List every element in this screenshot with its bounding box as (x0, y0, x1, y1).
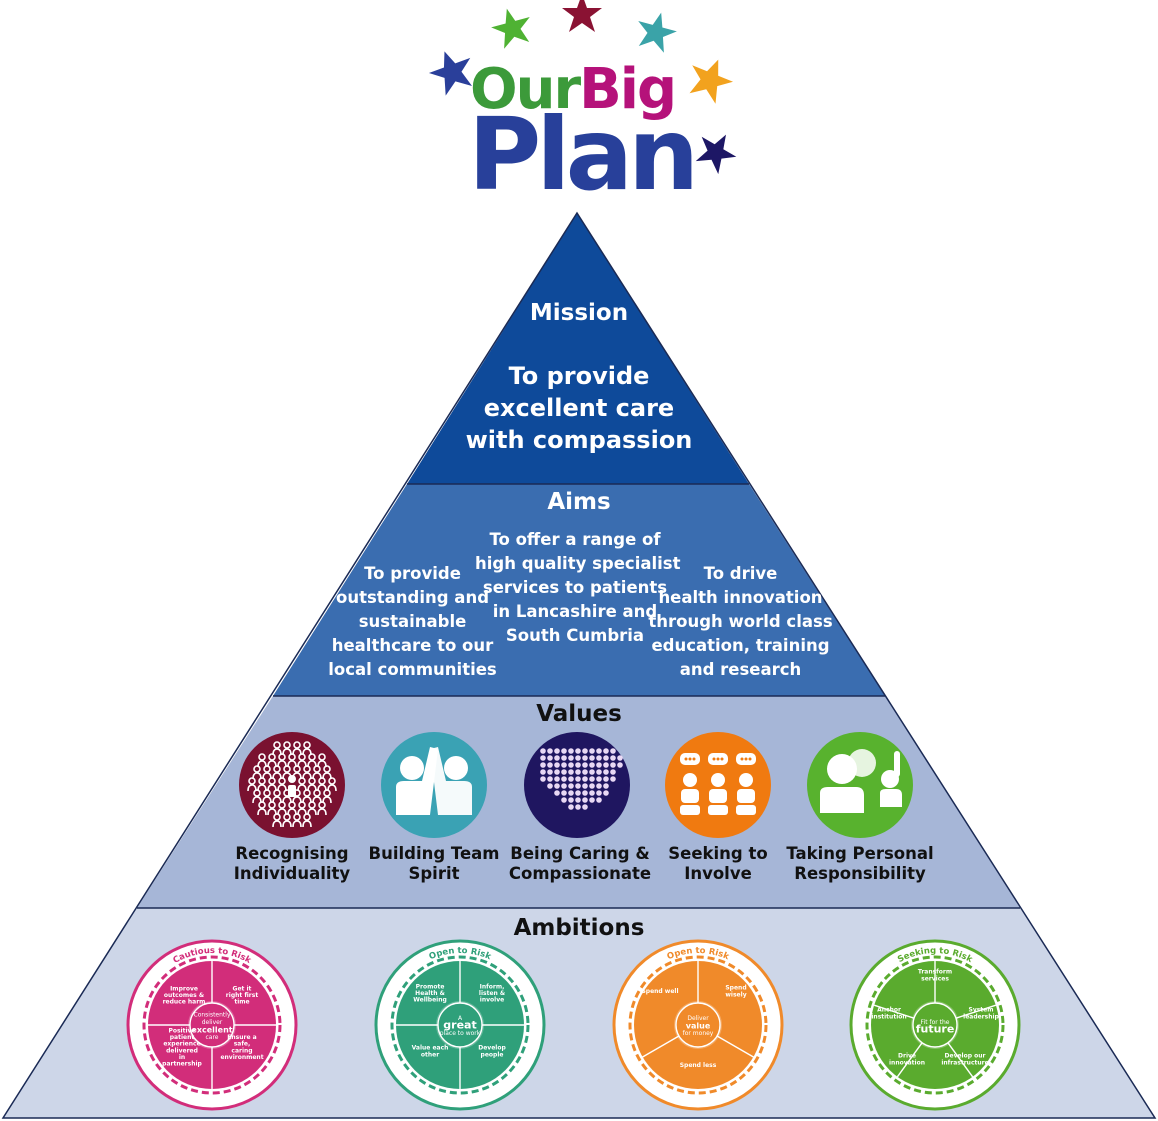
ambition-wheel: ConsistentlydeliverexcellentcareCautious… (126, 939, 298, 1111)
value-label: Taking Personal Responsibility (775, 844, 945, 884)
values-heading: Values (536, 701, 622, 727)
wheel-center-text: Deliver (687, 1015, 709, 1022)
aims-layer (273, 484, 885, 696)
wheel-segment-label: Spend well (641, 988, 678, 995)
ambitions-heading: Ambitions (513, 915, 645, 941)
mission-line: excellent care (483, 394, 675, 422)
wheel-center (675, 1002, 721, 1048)
mission-line: To provide (508, 362, 650, 390)
wheel-center-text: value (686, 1022, 711, 1031)
logo-our: Our (470, 57, 581, 122)
aim-line: sustainable (358, 612, 467, 631)
aim-line: local communities (328, 660, 497, 679)
star-icon (491, 8, 530, 49)
value-label-line: Building Team (368, 844, 500, 863)
wheel-center-text: A (458, 1015, 463, 1022)
wheel-dashed-ring (865, 955, 1005, 1095)
wheel-center-text: Fit for the (921, 1019, 950, 1026)
logo-title: OurBig (470, 57, 677, 122)
aim-line: high quality specialist (475, 554, 681, 573)
wheel-center-text: future (916, 1022, 955, 1035)
logo-plan: Plan (468, 96, 699, 213)
aim-line: in Lancashire and (492, 602, 658, 621)
wheel-center (189, 1002, 235, 1048)
mission-layer (407, 213, 749, 484)
aim-item: To offer a range of high quality special… (475, 528, 681, 648)
aim-line: healthcare to our (331, 636, 494, 655)
wheel-center-text: deliver (202, 1019, 223, 1026)
aim-line: health innovation (658, 588, 823, 607)
aim-line: To offer a range of (489, 530, 661, 549)
mission-statement: To provide excellent care with compassio… (430, 360, 728, 456)
aim-line: To drive (703, 564, 778, 583)
wheel-center-text: care (205, 1034, 218, 1041)
mission-heading: Mission (529, 300, 629, 326)
aims-heading: Aims (547, 489, 611, 515)
wheel-center-text: excellent (191, 1025, 232, 1034)
logo-big: Big (579, 57, 677, 122)
aim-line: South Cumbria (505, 626, 645, 645)
value-label: Recognising Individuality (212, 844, 372, 884)
wheel-segment-label: Spend less (680, 1062, 717, 1069)
aim-line: education, training (651, 636, 830, 655)
wheel-center-text: Consistently (194, 1011, 231, 1018)
wheel-center (912, 1002, 958, 1048)
value-label-line: Taking Personal (786, 844, 934, 863)
aim-line: To provide (364, 564, 461, 583)
star-icon (562, 0, 602, 32)
aim-line: and research (679, 660, 802, 679)
wheel-dashed-ring (628, 955, 768, 1095)
value-label-line: Responsibility (794, 864, 926, 883)
aim-line: outstanding and (335, 588, 490, 607)
value-label: Building Team Spirit (354, 844, 514, 884)
value-label-line: Individuality (233, 864, 351, 883)
star-icon (428, 51, 472, 96)
wheel-center-text: for money (683, 1030, 714, 1037)
wheel-center (437, 1002, 483, 1048)
wheel-center-text: place to work (440, 1030, 481, 1037)
aim-line: services to patients (482, 578, 668, 597)
logo-stars (428, 0, 737, 175)
wheel-segment-label: Inform,listen &involve (479, 983, 505, 1003)
value-label: Seeking to Involve (638, 844, 798, 884)
star-icon (695, 134, 737, 175)
wheel-dashed-ring (390, 955, 530, 1095)
star-icon (638, 12, 677, 53)
value-label-line: Seeking to (668, 844, 768, 863)
value-label-line: Spirit (408, 864, 460, 883)
value-label-line: Being Caring & (510, 844, 650, 863)
aim-item: To drive health innovation through world… (648, 562, 833, 682)
aim-item: To provide outstanding and sustainable h… (320, 562, 505, 682)
wheel-dashed-ring (142, 955, 282, 1095)
mission-line: with compassion (465, 426, 693, 454)
aim-line: through world class (648, 612, 833, 631)
value-label-line: Compassionate (508, 864, 652, 883)
wheel-center-text: great (443, 1019, 476, 1032)
star-icon (689, 59, 734, 104)
value-label-line: Involve (684, 864, 752, 883)
value-label: Being Caring & Compassionate (497, 844, 663, 884)
value-label-line: Recognising (235, 844, 349, 863)
